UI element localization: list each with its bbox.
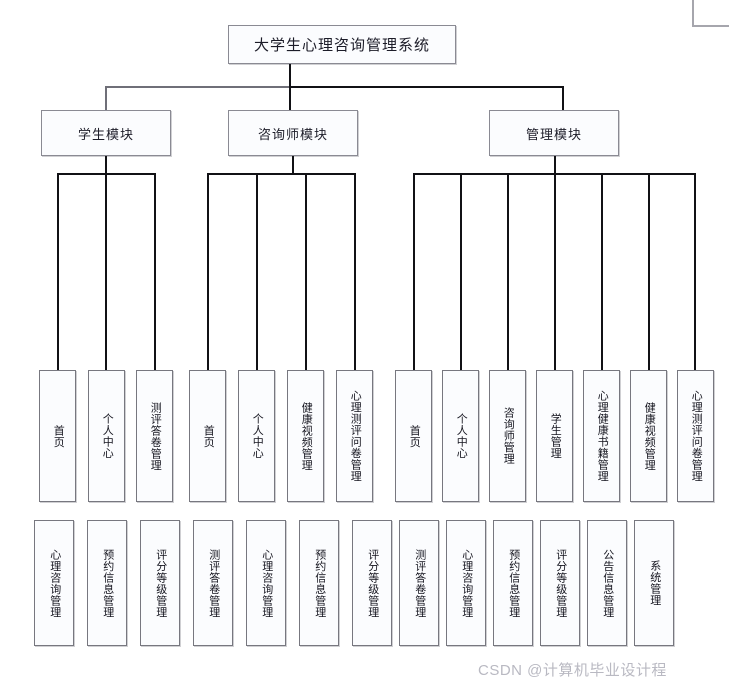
leaf-node[interactable]: 个人中心 — [238, 370, 275, 502]
connector-drop-student — [105, 86, 107, 110]
connector-drop-admin-2 — [460, 173, 462, 370]
module-label-admin: 管理模块 — [525, 126, 582, 142]
root-node[interactable]: 大学生心理咨询管理系统 — [228, 25, 456, 64]
leaf-node-label: 公告信息管理 — [601, 548, 614, 618]
leaf-node[interactable]: 测评答卷管理 — [136, 370, 173, 502]
leaf-node-label: 个人中心 — [251, 413, 264, 459]
leaf-node-label: 心理咨询管理 — [48, 548, 61, 618]
connector-module-bus-left — [105, 86, 290, 88]
connector-drop-consultant-1 — [207, 173, 209, 370]
leaf-node[interactable]: 心理咨询管理 — [246, 520, 286, 646]
module-label-student: 学生模块 — [77, 126, 134, 142]
leaf-node[interactable]: 个人中心 — [88, 370, 125, 502]
leaf-node[interactable]: 心理测评问卷管理 — [677, 370, 714, 502]
leaf-node[interactable]: 个人中心 — [442, 370, 479, 502]
leaf-node-label: 预约信息管理 — [101, 548, 114, 618]
leaf-node[interactable]: 健康视频管理 — [287, 370, 324, 502]
connector-stem-admin — [554, 156, 556, 174]
leaf-node[interactable]: 预约信息管理 — [493, 520, 533, 646]
leaf-node[interactable]: 系统管理 — [634, 520, 674, 646]
connector-drop-admin-4 — [554, 173, 556, 370]
connector-drop-student-1 — [57, 173, 59, 370]
leaf-node[interactable]: 心理咨询管理 — [446, 520, 486, 646]
leaf-node-label: 首页 — [408, 424, 421, 448]
leaf-node[interactable]: 预约信息管理 — [299, 520, 339, 646]
module-node-student[interactable]: 学生模块 — [41, 110, 171, 156]
leaf-node[interactable]: 首页 — [395, 370, 432, 502]
leaf-node[interactable]: 评分等级管理 — [540, 520, 580, 646]
module-label-consultant: 咨询师模块 — [257, 126, 328, 142]
connector-drop-admin-7 — [694, 173, 696, 370]
leaf-node-label: 测评答卷管理 — [413, 548, 426, 618]
module-node-consultant[interactable]: 咨询师模块 — [228, 110, 358, 156]
connector-drop-consultant — [289, 86, 291, 110]
connector-root-stem — [289, 64, 291, 86]
leaf-node-label: 心理测评问卷管理 — [349, 390, 362, 482]
leaf-node-label: 个人中心 — [101, 413, 114, 459]
connector-module-bus — [105, 86, 564, 88]
leaf-node[interactable]: 健康视频管理 — [630, 370, 667, 502]
leaf-node[interactable]: 评分等级管理 — [140, 520, 180, 646]
leaf-node[interactable]: 心理健康书籍管理 — [583, 370, 620, 502]
connector-bus-consultant — [207, 173, 356, 175]
connector-drop-student-3 — [154, 173, 156, 370]
leaf-node[interactable]: 预约信息管理 — [87, 520, 127, 646]
connector-drop-admin-5 — [601, 173, 603, 370]
connector-drop-consultant-4 — [354, 173, 356, 370]
module-node-admin[interactable]: 管理模块 — [489, 110, 619, 156]
leaf-node-label: 首页 — [202, 424, 215, 448]
leaf-node[interactable]: 公告信息管理 — [587, 520, 627, 646]
leaf-node[interactable]: 测评答卷管理 — [193, 520, 233, 646]
leaf-node[interactable]: 首页 — [189, 370, 226, 502]
leaf-node-label: 个人中心 — [455, 413, 468, 459]
root-node-label: 大学生心理咨询管理系统 — [253, 37, 430, 54]
leaf-node[interactable]: 心理测评问卷管理 — [336, 370, 373, 502]
leaf-node[interactable]: 首页 — [39, 370, 76, 502]
leaf-node-label: 健康视频管理 — [300, 401, 313, 471]
leaf-node-label: 健康视频管理 — [643, 401, 656, 471]
leaf-node-label: 评分等级管理 — [154, 548, 167, 618]
leaf-node-label: 首页 — [52, 424, 65, 448]
leaf-node[interactable]: 评分等级管理 — [352, 520, 392, 646]
leaf-node[interactable]: 咨询师管理 — [489, 370, 526, 502]
leaf-node-label: 咨询师管理 — [502, 407, 515, 465]
connector-drop-consultant-3 — [305, 173, 307, 370]
leaf-node-label: 测评答卷管理 — [207, 548, 220, 618]
leaf-node[interactable]: 学生管理 — [536, 370, 573, 502]
leaf-node-label: 心理健康书籍管理 — [596, 390, 609, 482]
leaf-node[interactable]: 心理咨询管理 — [34, 520, 74, 646]
connector-drop-consultant-2 — [256, 173, 258, 370]
connector-drop-admin-3 — [507, 173, 509, 370]
connector-drop-admin-1 — [413, 173, 415, 370]
connector-stem-student — [105, 156, 107, 174]
watermark: CSDN @计算机毕业设计程 — [478, 662, 667, 679]
leaf-node-label: 预约信息管理 — [507, 548, 520, 618]
leaf-node-label: 心理咨询管理 — [260, 548, 273, 618]
leaf-node-label: 心理咨询管理 — [460, 548, 473, 618]
connector-drop-admin-6 — [648, 173, 650, 370]
leaf-node[interactable]: 测评答卷管理 — [399, 520, 439, 646]
leaf-node-label: 系统管理 — [648, 560, 661, 606]
corner-mark-icon — [692, 0, 729, 27]
leaf-node-label: 心理测评问卷管理 — [690, 390, 703, 482]
connector-drop-admin — [562, 86, 564, 110]
connector-stem-consultant — [292, 156, 294, 174]
leaf-node-label: 评分等级管理 — [554, 548, 567, 618]
connector-drop-student-2 — [105, 173, 107, 370]
leaf-node-label: 测评答卷管理 — [149, 401, 162, 471]
leaf-node-label: 评分等级管理 — [366, 548, 379, 618]
leaf-node-label: 预约信息管理 — [313, 548, 326, 618]
leaf-node-label: 学生管理 — [549, 413, 562, 459]
